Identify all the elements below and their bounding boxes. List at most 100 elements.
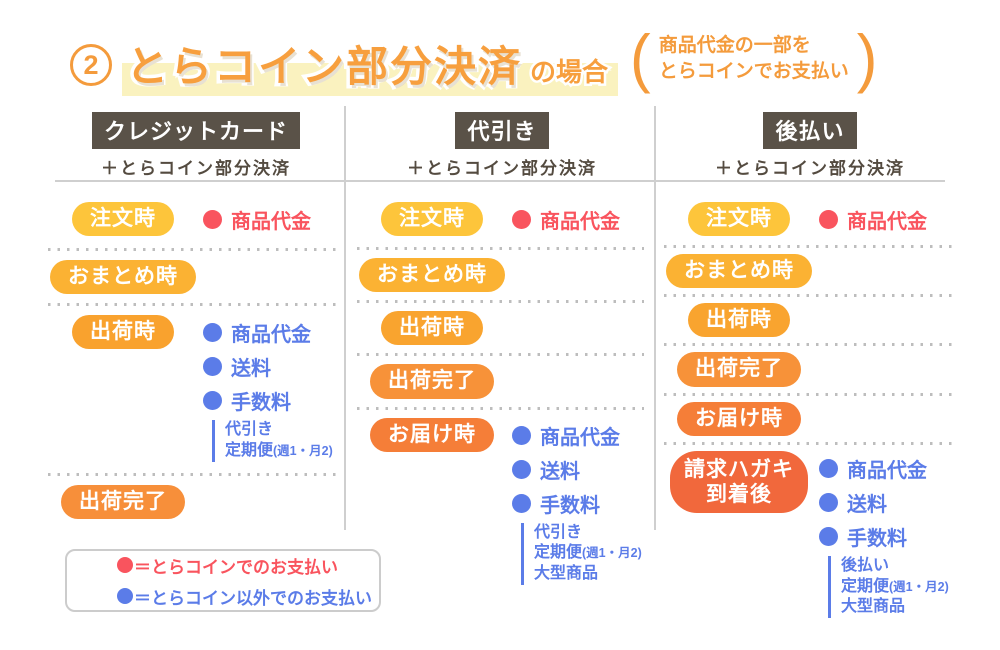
blue-dot-icon: [819, 526, 838, 546]
step-pill: 出荷完了: [677, 352, 801, 387]
payment-item: 手数料: [819, 522, 949, 551]
column-header-badge: 代引き: [455, 112, 549, 149]
timeline-step: 注文時 商品代金: [48, 202, 344, 239]
timeline-step: 出荷時: [664, 303, 956, 338]
payments-list: 商品代金送料手数料代引き定期便(週1・月2): [203, 315, 333, 464]
timeline-step: お届け時: [664, 401, 956, 436]
step-pill: お届け時: [677, 401, 801, 436]
page-title: 2 とらコイン部分決済 の場合 ( 商品代金の一部を とらコインでお支払い ): [70, 26, 877, 96]
title-annotation: ( 商品代金の一部を とらコインでお支払い ): [630, 26, 877, 91]
step-pill: おまとめ時: [50, 260, 196, 295]
step-pill-label: お届け時: [388, 422, 476, 446]
payments-list: 商品代金送料手数料代引き定期便(週1・月2)大型商品: [512, 418, 642, 587]
dotted-separator: [48, 303, 342, 307]
step-pill: おまとめ時: [666, 254, 812, 289]
title-main-text: とらコイン部分決済: [122, 40, 523, 94]
step-pill-label: おまとめ時: [68, 265, 178, 288]
payment-item: 送料: [819, 488, 949, 517]
dotted-separator: [48, 248, 342, 251]
step-pill-wrap: お届け時: [357, 417, 507, 452]
payment-note: 後払い: [841, 556, 949, 577]
timeline-step: 注文時 商品代金: [664, 202, 956, 239]
red-dot-icon: [819, 210, 838, 229]
step-pill-wrap: 出荷時: [48, 315, 198, 350]
flow-column-1: クレジットカード＋とらコイン部分決済注文時商品代金おまとめ時出荷時商品代金送料手…: [48, 112, 344, 519]
payment-label: 送料: [540, 460, 580, 483]
step-pill: 注文時: [72, 202, 174, 237]
step-pill-label: 到着後: [706, 482, 772, 506]
legend-item: ＝とらコインでのお支払い: [117, 553, 379, 578]
payment-label: 手数料: [540, 494, 600, 517]
timeline: 注文時商品代金おまとめ時出荷時商品代金送料手数料代引き定期便(週1・月2)出荷完…: [48, 202, 344, 519]
timeline-step: 出荷時商品代金送料手数料代引き定期便(週1・月2): [48, 315, 344, 464]
step-pill: 出荷時: [688, 303, 790, 338]
payment-item: 商品代金: [203, 205, 311, 234]
red-dot-icon: [512, 210, 531, 229]
payments-list: 商品代金: [512, 202, 620, 239]
step-pill-label: おまとめ時: [684, 259, 794, 282]
timeline-step: 出荷完了: [357, 364, 647, 399]
payments-list: 商品代金送料手数料後払い定期便(週1・月2)大型商品: [819, 451, 949, 620]
payment-note-text: 代引き: [225, 421, 274, 439]
payment-item: 送料: [512, 455, 642, 484]
title-suffix-text: の場合: [528, 55, 611, 90]
timeline-step: 出荷時: [357, 311, 647, 346]
step-pill-wrap: 出荷時: [357, 311, 507, 346]
step-pill-wrap: 注文時: [48, 202, 198, 237]
step-pill-wrap: 出荷完了: [664, 352, 814, 387]
step-pill-label: 出荷時: [90, 320, 156, 344]
payments-list: 商品代金: [819, 202, 927, 239]
step-pill: お届け時: [370, 417, 494, 452]
step-pill: 出荷完了: [370, 364, 494, 399]
step-pill-wrap: おまとめ時: [664, 254, 814, 289]
legend-label: ＝とらコインでのお支払い: [134, 557, 338, 577]
timeline-step: 出荷完了: [48, 484, 344, 519]
column-header: 代引き＋とらコイン部分決済: [357, 112, 647, 182]
step-pill: 注文時: [688, 202, 790, 237]
payment-note: 代引き: [225, 420, 333, 441]
title-annotation-text: 商品代金の一部を とらコインでお支払い: [659, 33, 849, 84]
dotted-separator: [664, 343, 954, 347]
payment-note-text: 後払い: [841, 556, 890, 574]
payment-note-small: (週1・月2): [582, 546, 642, 561]
timeline-step: お届け時商品代金送料手数料代引き定期便(週1・月2)大型商品: [357, 417, 647, 587]
step-pill-label: 出荷完了: [79, 489, 167, 513]
timeline-step: 注文時 商品代金: [357, 202, 647, 239]
step-pill-wrap: 注文時: [357, 202, 507, 237]
payment-label: 商品代金: [847, 211, 927, 233]
column-divider: [654, 106, 656, 530]
payment-notes: 代引き定期便(週1・月2): [212, 420, 333, 462]
blue-dot-icon: [203, 323, 222, 343]
payment-item: 商品代金: [203, 318, 333, 347]
timeline-step: おまとめ時: [664, 254, 956, 289]
step-pill-label: お届け時: [695, 406, 783, 430]
step-pill-label: 出荷完了: [388, 369, 476, 393]
dotted-separator: [664, 294, 954, 298]
payment-note: 定期便(週1・月2): [225, 441, 333, 462]
blue-dot-icon: [512, 425, 531, 445]
payment-label: 送料: [847, 493, 887, 516]
legend-box: ＝とらコインでのお支払い＝とらコイン以外でのお支払い: [65, 549, 381, 612]
timeline-step: 請求ハガキ到着後 商品代金送料手数料後払い定期便(週1・月2)大型商品: [664, 450, 956, 620]
dotted-separator: [357, 247, 645, 250]
payment-label: 商品代金: [540, 211, 620, 233]
payment-notes: 後払い定期便(週1・月2)大型商品: [828, 555, 949, 619]
payment-label: 商品代金: [540, 426, 620, 449]
dotted-separator: [664, 392, 954, 396]
title-annotation-line2: とらコインでお支払い: [658, 61, 849, 82]
payment-item: 商品代金: [512, 421, 642, 450]
header-divider: [55, 180, 945, 182]
payment-note-text: 定期便: [225, 441, 274, 459]
payment-note-small: (週1・月2): [889, 579, 949, 594]
payment-item: 商品代金: [819, 454, 949, 483]
title-annotation-line1: 商品代金の一部を: [658, 35, 811, 57]
column-header: クレジットカード＋とらコイン部分決済: [48, 112, 344, 182]
payment-note-text: 代引き: [534, 523, 583, 541]
step-pill-wrap: お届け時: [664, 401, 814, 436]
red-dot-icon: [117, 557, 133, 573]
circled-number-icon: 2: [70, 44, 112, 86]
blue-dot-icon: [203, 357, 222, 377]
step-pill-label: 請求ハガキ: [684, 457, 794, 481]
payment-label: 商品代金: [231, 211, 311, 233]
